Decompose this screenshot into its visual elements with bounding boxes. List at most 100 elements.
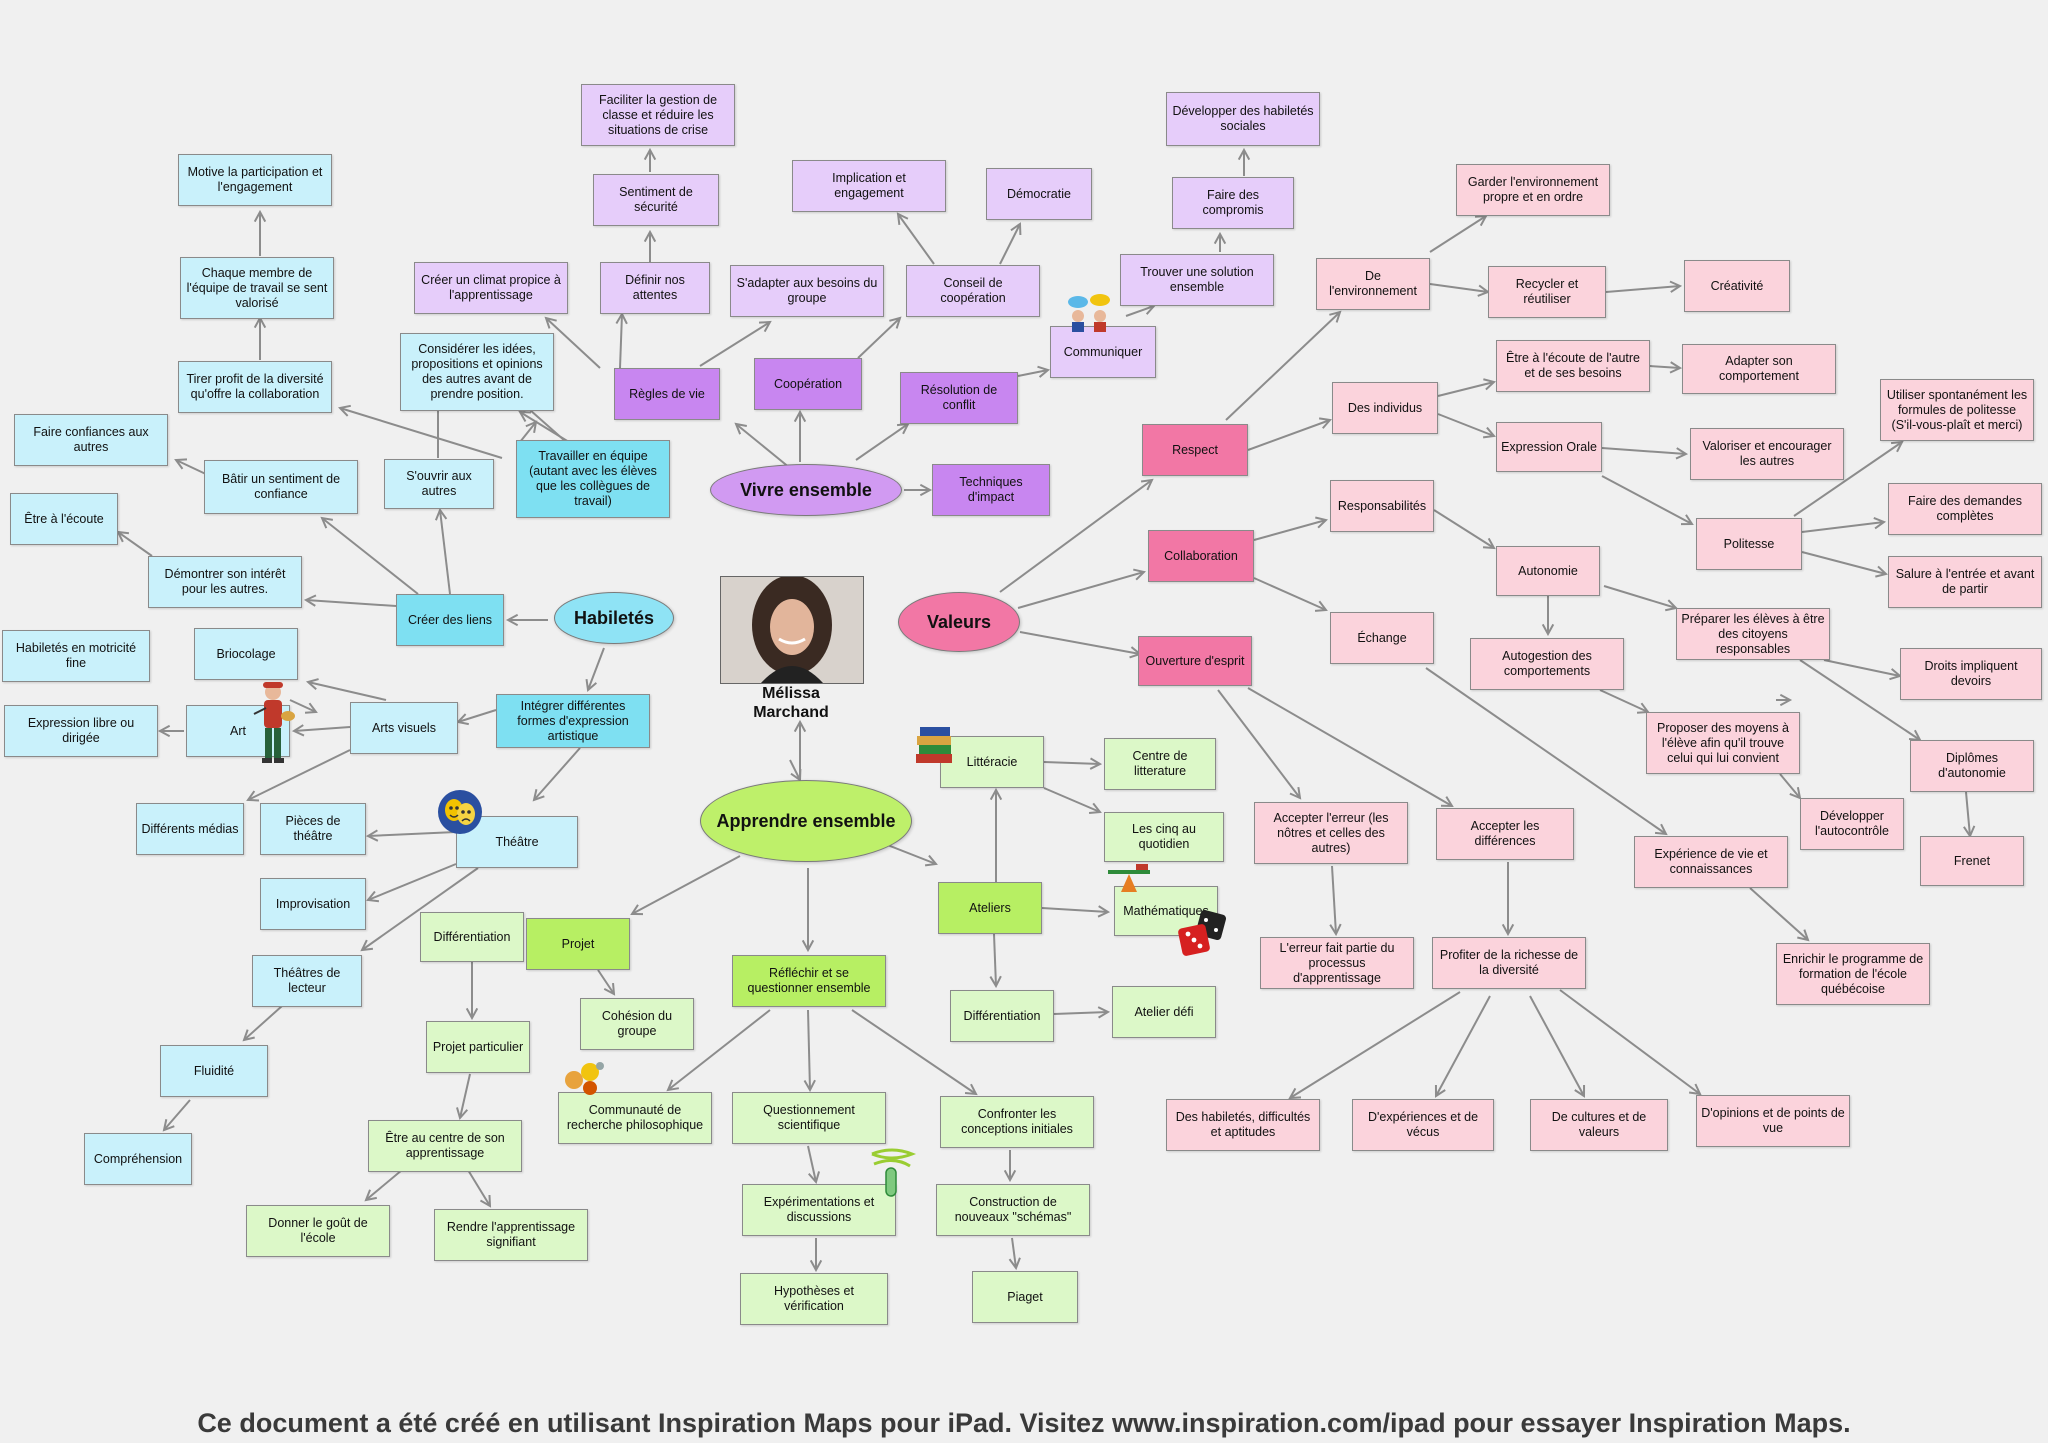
node[interactable]: Créer des liens — [396, 594, 504, 646]
node[interactable]: Droits impliquent devoirs — [1900, 648, 2042, 700]
node[interactable]: Expression libre ou dirigée — [4, 705, 158, 757]
node[interactable]: Démocratie — [986, 168, 1092, 220]
node[interactable]: Diplômes d'autonomie — [1910, 740, 2034, 792]
node[interactable]: Piaget — [972, 1271, 1078, 1323]
node[interactable]: Théâtres de lecteur — [252, 955, 362, 1007]
node[interactable]: Réfléchir et se questionner ensemble — [732, 955, 886, 1007]
branch-valeurs[interactable]: Valeurs — [898, 592, 1020, 652]
node[interactable]: Travailler en équipe (autant avec les él… — [516, 440, 670, 518]
node[interactable]: Confronter les conceptions initiales — [940, 1096, 1094, 1148]
node[interactable]: Frenet — [1920, 836, 2024, 886]
node[interactable]: Atelier défi — [1112, 986, 1216, 1038]
node[interactable]: Communauté de recherche philosophique — [558, 1092, 712, 1144]
node[interactable]: Expression Orale — [1496, 422, 1602, 472]
node[interactable]: Démontrer son intérêt pour les autres. — [148, 556, 302, 608]
node[interactable]: Développer des habiletés sociales — [1166, 92, 1320, 146]
node[interactable]: Habiletés en motricité fine — [2, 630, 150, 682]
node[interactable]: S'adapter aux besoins du groupe — [730, 265, 884, 317]
node[interactable]: Définir nos attentes — [600, 262, 710, 314]
node[interactable]: Intégrer différentes formes d'expression… — [496, 694, 650, 748]
node[interactable]: Être à l'écoute de l'autre et de ses bes… — [1496, 340, 1650, 392]
node[interactable]: Enrichir le programme de formation de l'… — [1776, 943, 1930, 1005]
node[interactable]: Communiquer — [1050, 326, 1156, 378]
node[interactable]: Arts visuels — [350, 702, 458, 754]
node[interactable]: S'ouvrir aux autres — [384, 459, 494, 509]
node[interactable]: Ateliers — [938, 882, 1042, 934]
node[interactable]: Garder l'environnement propre et en ordr… — [1456, 164, 1610, 216]
node[interactable]: Profiter de la richesse de la diversité — [1432, 937, 1586, 989]
node[interactable]: Différentiation — [420, 912, 524, 962]
connector — [117, 531, 153, 557]
node[interactable]: Autogestion des comportements — [1470, 638, 1624, 690]
node[interactable]: Cohésion du groupe — [580, 998, 694, 1050]
node[interactable]: Bâtir un sentiment de confiance — [204, 460, 358, 514]
node[interactable]: Politesse — [1696, 518, 1802, 570]
node[interactable]: Différentiation — [950, 990, 1054, 1042]
node[interactable]: Salure à l'entrée et avant de partir — [1888, 556, 2042, 608]
node[interactable]: Trouver une solution ensemble — [1120, 254, 1274, 306]
node[interactable]: Autonomie — [1496, 546, 1600, 596]
node[interactable]: Improvisation — [260, 878, 366, 930]
node[interactable]: Tirer profit de la diversité qu'offre la… — [178, 361, 332, 413]
node[interactable]: Centre de litterature — [1104, 738, 1216, 790]
node[interactable]: Différents médias — [136, 803, 244, 855]
node[interactable]: Briocolage — [194, 628, 298, 680]
node[interactable]: Expérimentations et discussions — [742, 1184, 896, 1236]
node[interactable]: Collaboration — [1148, 530, 1254, 582]
node[interactable]: Échange — [1330, 612, 1434, 664]
node[interactable]: Compréhension — [84, 1133, 192, 1185]
node[interactable]: Responsabilités — [1330, 480, 1434, 532]
node[interactable]: Ouverture d'esprit — [1138, 636, 1252, 686]
node[interactable]: Proposer des moyens à l'élève afin qu'il… — [1646, 712, 1800, 774]
node[interactable]: De l'environnement — [1316, 258, 1430, 310]
node[interactable]: D'opinions et de points de vue — [1696, 1095, 1850, 1147]
node[interactable]: D'expériences et de vécus — [1352, 1099, 1494, 1151]
node[interactable]: Rendre l'apprentissage signifiant — [434, 1209, 588, 1261]
node[interactable]: Accepter les différences — [1436, 808, 1574, 860]
node[interactable]: Projet particulier — [426, 1021, 530, 1073]
node[interactable]: Chaque membre de l'équipe de travail se … — [180, 257, 334, 319]
node[interactable]: Adapter son comportement — [1682, 344, 1836, 394]
node[interactable]: Projet — [526, 918, 630, 970]
node[interactable]: Préparer les élèves à être des citoyens … — [1676, 608, 1830, 660]
node[interactable]: Techniques d'impact — [932, 464, 1050, 516]
node[interactable]: Construction de nouveaux "schémas" — [936, 1184, 1090, 1236]
node[interactable]: Conseil de coopération — [906, 265, 1040, 317]
node[interactable]: Règles de vie — [614, 368, 720, 420]
node[interactable]: Pièces de théâtre — [260, 803, 366, 855]
node[interactable]: Valoriser et encourager les autres — [1690, 428, 1844, 480]
node[interactable]: Créer un climat propice à l'apprentissag… — [414, 262, 568, 314]
branch-vivre-ensemble[interactable]: Vivre ensemble — [710, 464, 902, 516]
node[interactable]: Implication et engagement — [792, 160, 946, 212]
node[interactable]: Accepter l'erreur (les nôtres et celles … — [1254, 802, 1408, 864]
node[interactable]: Donner le goût de l'école — [246, 1205, 390, 1257]
node[interactable]: Faciliter la gestion de classe et réduir… — [581, 84, 735, 146]
node[interactable]: Les cinq au quotidien — [1104, 812, 1224, 862]
node[interactable]: Considérer les idées, propositions et op… — [400, 333, 554, 411]
node[interactable]: Questionnement scientifique — [732, 1092, 886, 1144]
node[interactable]: De cultures et de valeurs — [1530, 1099, 1668, 1151]
node[interactable]: Fluidité — [160, 1045, 268, 1097]
node[interactable]: Être à l'écoute — [10, 493, 118, 545]
node[interactable]: Expérience de vie et connaissances — [1634, 836, 1788, 888]
node[interactable]: Faire des compromis — [1172, 177, 1294, 229]
node[interactable]: Faire confiances aux autres — [14, 414, 168, 466]
node[interactable]: Des individus — [1332, 382, 1438, 434]
node[interactable]: Hypothèses et vérification — [740, 1273, 888, 1325]
node[interactable]: Faire des demandes complètes — [1888, 483, 2042, 535]
node[interactable]: L'erreur fait partie du processus d'appr… — [1260, 937, 1414, 989]
node[interactable]: Être au centre de son apprentissage — [368, 1120, 522, 1172]
node[interactable]: Utiliser spontanément les formules de po… — [1880, 379, 2034, 441]
node[interactable]: Motive la participation et l'engagement — [178, 154, 332, 206]
node[interactable]: Littéracie — [940, 736, 1044, 788]
node[interactable]: Recycler et réutiliser — [1488, 266, 1606, 318]
node[interactable]: Sentiment de sécurité — [593, 174, 719, 226]
branch-habiletes[interactable]: Habiletés — [554, 592, 674, 644]
node[interactable]: Des habiletés, difficultés et aptitudes — [1166, 1099, 1320, 1151]
node[interactable]: Développer l'autocontrôle — [1800, 798, 1904, 850]
branch-apprendre-ensemble[interactable]: Apprendre ensemble — [700, 780, 912, 862]
node[interactable]: Coopération — [754, 358, 862, 410]
node[interactable]: Résolution de conflit — [900, 372, 1018, 424]
node[interactable]: Respect — [1142, 424, 1248, 476]
node[interactable]: Créativité — [1684, 260, 1790, 312]
